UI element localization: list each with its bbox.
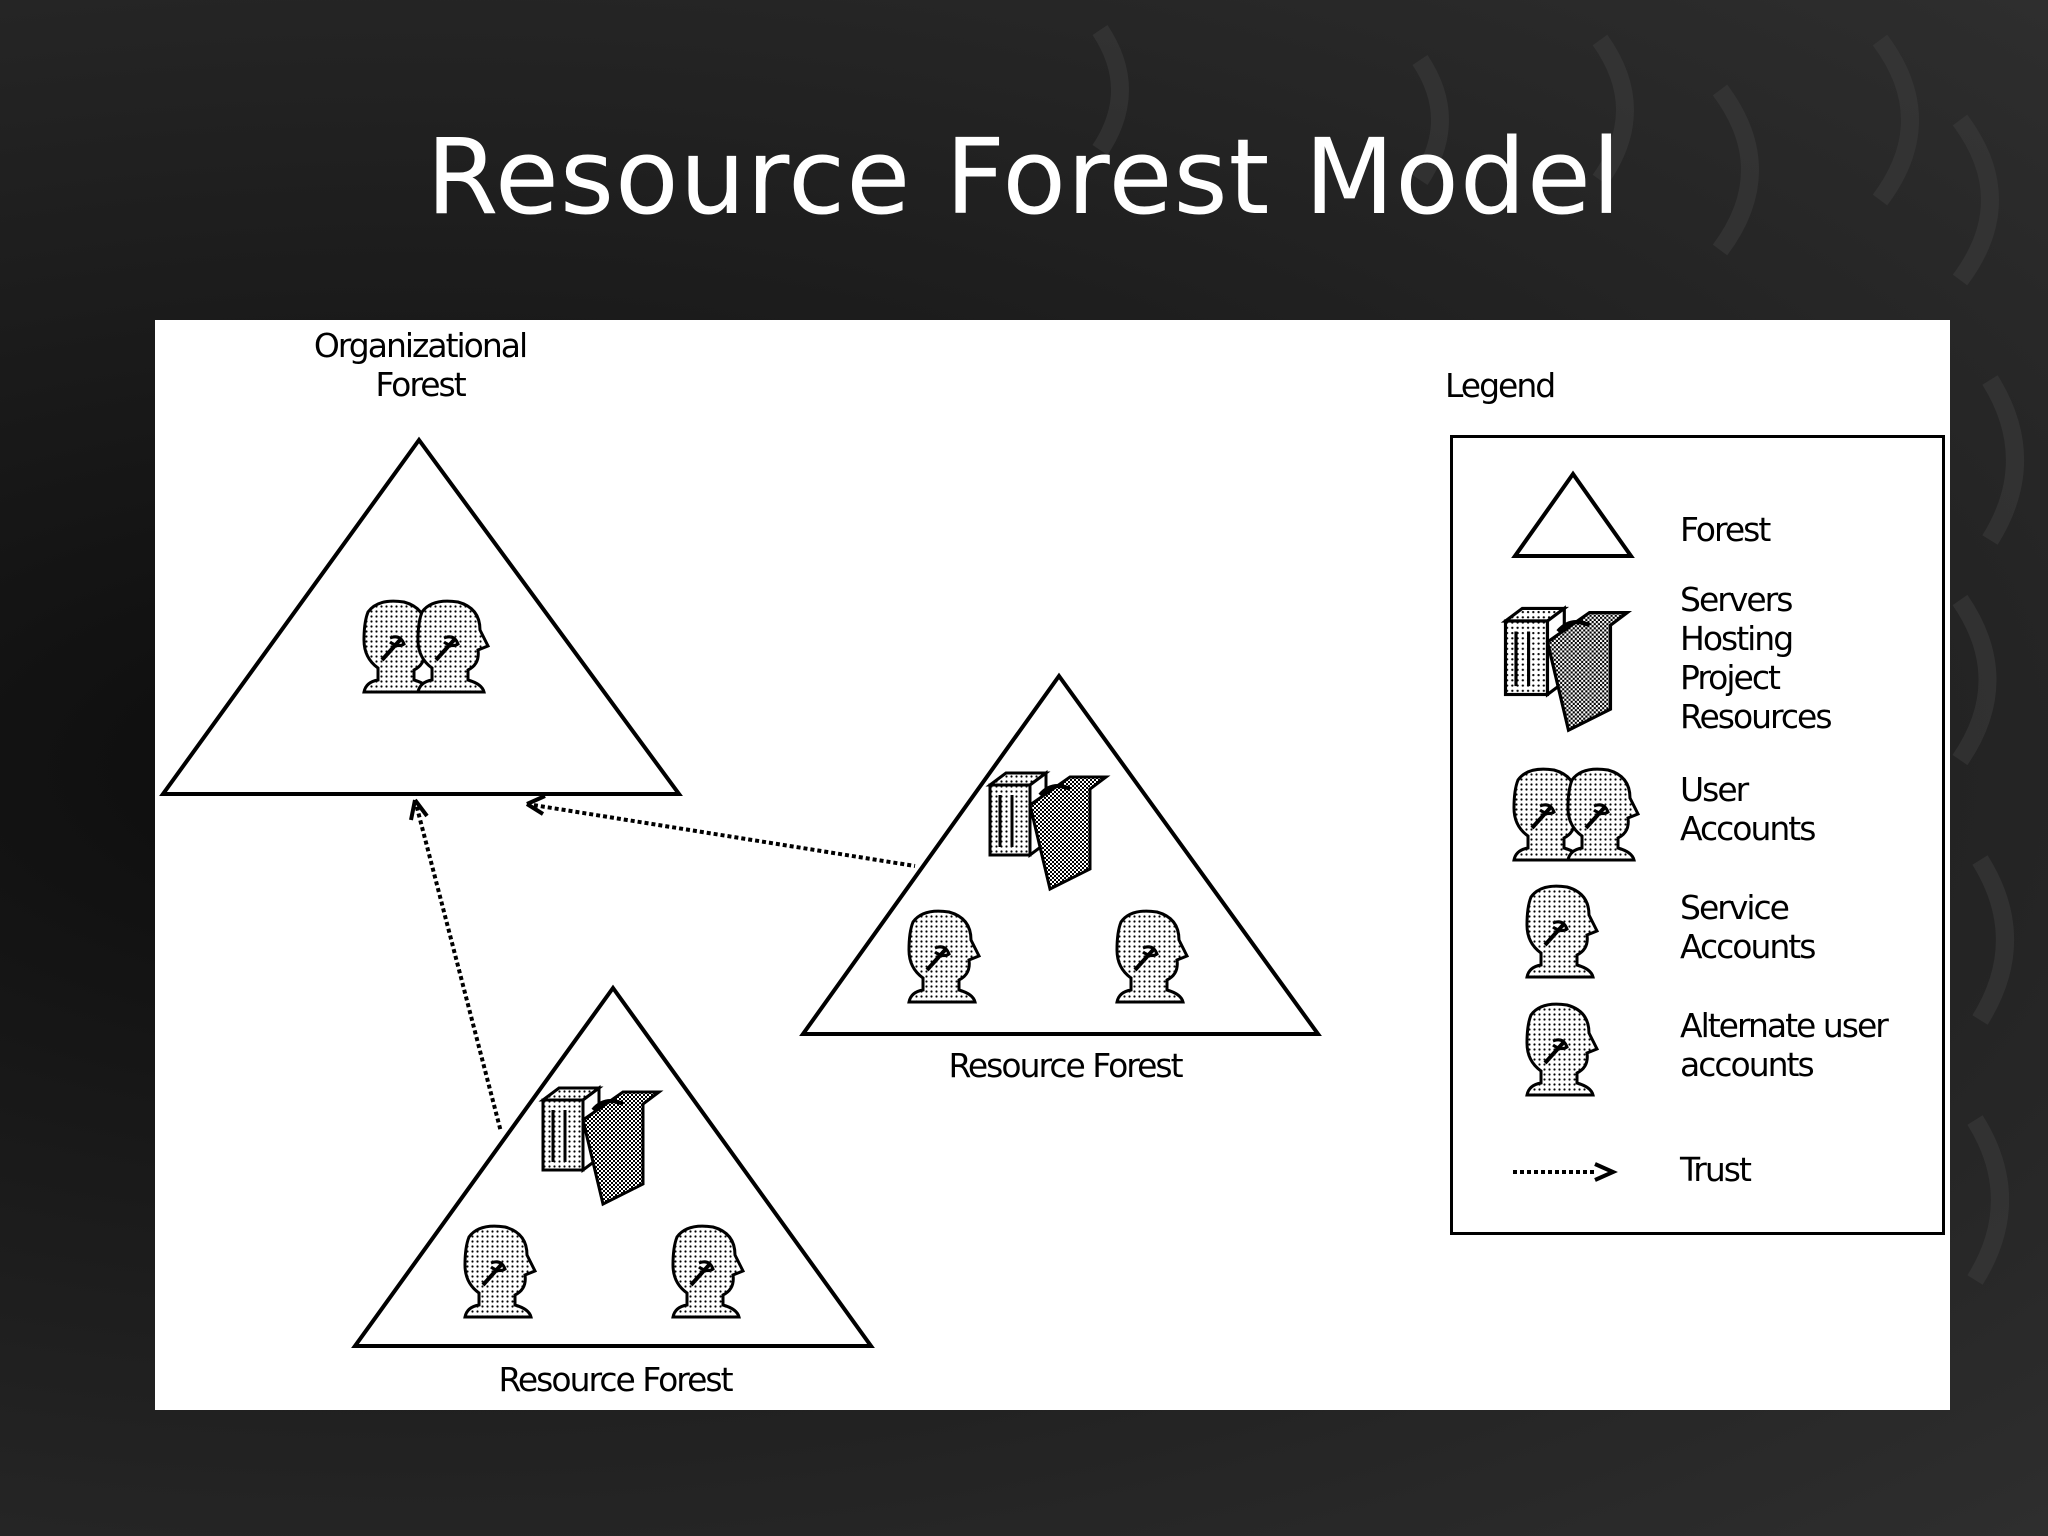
legend-label-servers-line1: Servers: [1680, 580, 1793, 619]
legend-label-user-line2: Accounts: [1680, 809, 1816, 848]
legend-label-alternate-line1: Alternate user: [1680, 1006, 1889, 1045]
resource-forest-bottom-label: Resource Forest: [498, 1360, 733, 1399]
legend-label-servers: Servers Hosting Project Resources: [1680, 580, 1833, 736]
legend-label-servers-line3: Project: [1680, 658, 1781, 697]
legend-label-service-line2: Accounts: [1680, 927, 1816, 966]
diagram-panel: Organizational Forest Resource Forest Re…: [155, 320, 1950, 1410]
slide-title: Resource Forest Model: [426, 116, 1622, 238]
legend-title: Legend: [1445, 366, 1556, 405]
resource-forest-bottom: [351, 984, 875, 1348]
organizational-forest-label-line1: Organizational: [313, 326, 528, 365]
legend-label-service-line1: Service: [1680, 888, 1790, 927]
legend-label-forest: Forest: [1680, 510, 1771, 549]
legend-label-alternate-user: Alternate user accounts: [1680, 1006, 1889, 1084]
forest-diagram: [159, 436, 1950, 1348]
legend-label-user-line1: User: [1680, 770, 1749, 809]
organizational-forest-label: Organizational Forest: [295, 326, 545, 404]
legend-box: [1450, 435, 1945, 1235]
legend-label-user-accounts: User Accounts: [1680, 770, 1816, 848]
triangle-forest-icon: [1511, 470, 1635, 558]
organizational-forest-label-line2: Forest: [375, 365, 466, 404]
organizational-forest: [159, 436, 683, 796]
legend-label-servers-line2: Hosting: [1680, 619, 1794, 658]
legend-icons: [1506, 470, 1639, 1182]
trust-arrow-org-to-bottom: [409, 798, 503, 1133]
legend-label-service-accounts: Service Accounts: [1680, 888, 1816, 966]
trust-arrow-icon: [1513, 1162, 1618, 1182]
trust-arrow-org-to-right: [525, 794, 916, 868]
legend-label-alternate-line2: accounts: [1680, 1045, 1815, 1084]
resource-forest-right: [799, 672, 1322, 1036]
legend-label-trust: Trust: [1680, 1150, 1752, 1189]
resource-forest-right-label: Resource Forest: [948, 1046, 1183, 1085]
legend-label-servers-line4: Resources: [1680, 697, 1833, 736]
